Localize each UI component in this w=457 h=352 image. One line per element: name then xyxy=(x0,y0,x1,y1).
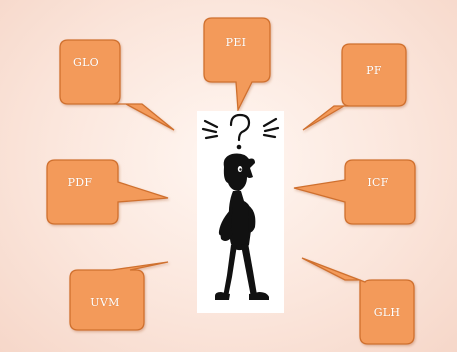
bubble-label-pei: PEI xyxy=(225,36,247,49)
bubble-pei xyxy=(203,17,271,113)
center-figure-panel xyxy=(197,111,284,313)
confused-person-icon xyxy=(201,113,280,300)
bubble-label-icf: ICF xyxy=(367,176,389,189)
bubble-glo xyxy=(59,39,175,131)
bubble-glh xyxy=(301,257,415,345)
bubble-uvm xyxy=(69,261,169,331)
bubble-label-uvm: UVM xyxy=(90,296,120,309)
bubble-label-glh: GLH xyxy=(373,306,401,319)
bubble-label-pf: PF xyxy=(366,64,382,77)
bubble-icf xyxy=(293,159,416,225)
bubble-label-pdf: PDF xyxy=(67,176,93,189)
bubble-label-glo: GLO xyxy=(72,56,99,69)
bubble-pf xyxy=(302,43,407,131)
bubble-pdf xyxy=(46,159,169,225)
